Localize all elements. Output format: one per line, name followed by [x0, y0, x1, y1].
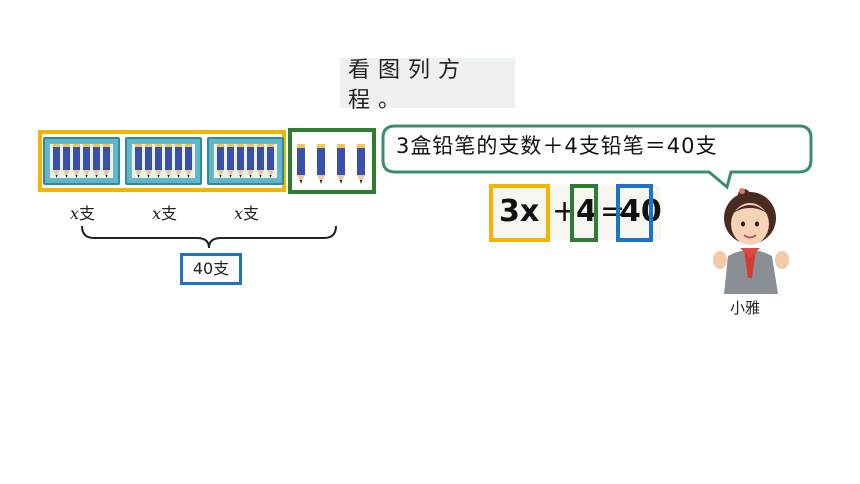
pencil-icon — [266, 144, 274, 178]
pencil-icon — [227, 144, 235, 178]
pencil-box-3 — [207, 137, 284, 185]
page-title: 看图列方程。 — [348, 58, 469, 113]
pencil-icon — [53, 144, 61, 178]
pencil-icon — [92, 144, 100, 178]
equation-term-const: 4 — [576, 194, 597, 229]
pencil-icon — [237, 144, 245, 178]
equation-frame-green — [570, 184, 598, 242]
group-label-1: x支 — [70, 204, 96, 223]
girl-illustration — [713, 188, 789, 294]
pencil-icon — [164, 144, 172, 178]
brace — [81, 225, 337, 249]
character-name: 小雅 — [730, 299, 761, 317]
pencil-icon — [317, 144, 325, 184]
equation-equals: = — [600, 194, 626, 229]
title-background — [340, 58, 515, 108]
speech-text: 3盒铅笔的支数＋4支铅笔＝40支 — [396, 134, 718, 158]
pencil-boxes-frame — [38, 130, 286, 192]
pencil-icon — [357, 144, 365, 184]
pencil-icon — [155, 144, 163, 178]
pencil-box-2 — [125, 137, 202, 185]
loose-pencils-frame — [288, 128, 376, 194]
equation-frame-blue — [616, 184, 653, 242]
pencil-icon — [174, 144, 182, 178]
pencil-box-1 — [43, 137, 120, 185]
pencil-icon — [63, 144, 71, 178]
total-label: 40支 — [180, 253, 242, 285]
pencil-icon — [297, 144, 305, 184]
pencil-icon — [184, 144, 192, 178]
equation-term-x: 3x — [499, 194, 540, 229]
pencil-icon — [337, 144, 345, 184]
pencil-icon — [217, 144, 225, 178]
pencil-icon — [145, 144, 153, 178]
equation-frame-yellow — [489, 184, 550, 242]
equation-strip — [489, 185, 661, 240]
pencil-icon — [256, 144, 264, 178]
pencil-icon — [135, 144, 143, 178]
pencil-icon — [246, 144, 254, 178]
group-label-2: x支 — [152, 204, 178, 223]
pencil-icon — [102, 144, 110, 178]
speech-bubble — [381, 124, 813, 190]
pencil-icon — [82, 144, 90, 178]
pencil-icon — [73, 144, 81, 178]
equation-rhs: 40 — [620, 194, 662, 229]
group-label-3: x支 — [234, 204, 260, 223]
